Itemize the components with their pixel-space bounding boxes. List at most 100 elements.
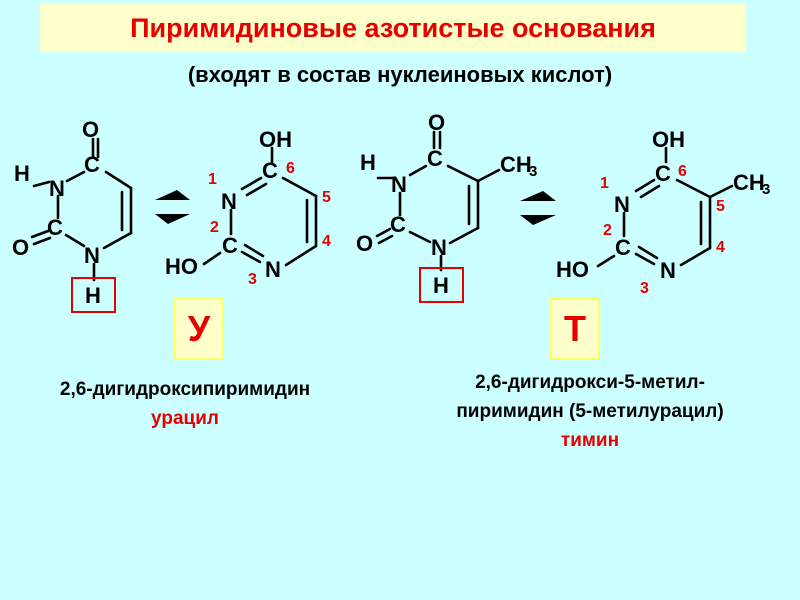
atom-c: C	[262, 158, 278, 183]
bond	[64, 233, 86, 248]
atom-n: N	[431, 235, 447, 260]
thymine-common-name: тимин	[560, 430, 620, 451]
atom-h: H	[85, 283, 101, 308]
thymine-letter-badge: Т	[550, 298, 600, 360]
subscript-3: 3	[762, 181, 770, 198]
ring-number-4: 4	[322, 233, 331, 250]
bond	[240, 250, 262, 264]
atom-n: N	[265, 257, 281, 282]
arrow-right-icon	[520, 191, 556, 201]
atom-oh: OH	[259, 127, 292, 152]
atom-c: C	[47, 215, 63, 240]
bond	[634, 252, 656, 266]
tautomerism-arrows-thymine	[520, 191, 556, 225]
thymine-letter: Т	[564, 308, 586, 349]
bond	[32, 236, 52, 246]
bond	[708, 184, 734, 199]
ring-number-6: 6	[678, 163, 687, 180]
bond	[634, 178, 656, 193]
atom-h: H	[360, 150, 376, 175]
atom-ho: HO	[165, 254, 198, 279]
uracil-lactam-structure: O C H N C O N H	[12, 117, 133, 313]
atom-n: N	[84, 243, 100, 268]
bond	[243, 243, 265, 258]
bond	[375, 227, 392, 238]
ring-number-5: 5	[322, 189, 331, 206]
arrow-right-icon	[155, 190, 190, 200]
atom-n: N	[391, 172, 407, 197]
ring-number-3: 3	[248, 271, 257, 288]
ring-number-1: 1	[208, 171, 217, 188]
ring-number-6: 6	[286, 160, 295, 177]
highlighted-hydrogen-box	[71, 277, 116, 313]
ring-number-3: 3	[640, 280, 649, 297]
atom-n: N	[221, 189, 237, 214]
atom-c: C	[427, 146, 443, 171]
bond	[408, 164, 428, 177]
atom-h: H	[433, 273, 449, 298]
uracil-systematic-name: 2,6-дигидроксипиримидин	[59, 379, 311, 400]
bond	[284, 244, 318, 267]
uracil-letter-badge: У	[174, 298, 224, 360]
bond	[245, 182, 268, 197]
page-title: Пиримидиновые азотистые основания	[130, 12, 656, 43]
bond	[476, 168, 501, 183]
atom-c: C	[390, 212, 406, 237]
atom-c: C	[84, 152, 100, 177]
atom-n: N	[614, 192, 630, 217]
bond	[596, 254, 616, 268]
atom-ho: HO	[556, 257, 589, 282]
bond	[30, 229, 50, 239]
bond	[240, 176, 263, 191]
thymine-systematic-name-line1: 2,6-дигидрокси-5-метил-	[475, 372, 705, 393]
page-subtitle: (входят в состав нуклеиновых кислот)	[187, 62, 613, 87]
bond	[446, 164, 480, 183]
uracil-common-name: урацил	[151, 408, 219, 429]
ring-number-5: 5	[716, 198, 725, 215]
atom-c: C	[222, 233, 238, 258]
atom-c: C	[615, 235, 631, 260]
atom-n: N	[49, 176, 65, 201]
uracil-caption: 2,6-дигидроксипиримидин урацил	[0, 375, 370, 433]
atom-ch: CH	[733, 170, 765, 195]
ring-number-4: 4	[716, 239, 725, 256]
atom-c: C	[655, 161, 671, 186]
thymine-lactam-structure: O C CH 3 H N C O N H	[356, 110, 537, 303]
highlighted-hydrogen-box	[419, 267, 464, 303]
thymine-lactim-structure: OH C 6 CH 3 1 N 5 2 C 4 HO N 3	[556, 127, 770, 297]
atom-o: O	[428, 110, 445, 135]
ring-number-2: 2	[603, 222, 612, 239]
atom-o: O	[82, 117, 99, 142]
ring-number-2: 2	[210, 219, 219, 236]
bond	[32, 180, 51, 188]
bond	[637, 245, 659, 260]
uracil-lactim-structure: OH C 6 1 N 5 2 C 4 HO N 3	[165, 127, 331, 288]
title-box: Пиримидиновые азотистые основания	[40, 4, 746, 52]
tautomerism-arrows-uracil	[155, 190, 190, 224]
bond	[65, 170, 86, 183]
arrow-left-icon	[520, 215, 556, 225]
subscript-3: 3	[529, 163, 537, 180]
bond	[202, 251, 222, 266]
bond	[679, 246, 712, 267]
thymine-caption: 2,6-дигидрокси-5-метил- пиримидин (5-мет…	[380, 368, 800, 455]
bond	[377, 234, 394, 245]
bond	[408, 230, 432, 244]
arrow-left-icon	[155, 214, 190, 224]
bond	[104, 170, 133, 190]
atom-ch: CH	[500, 152, 532, 177]
atom-h: H	[14, 161, 30, 186]
atom-o: O	[356, 231, 373, 256]
uracil-letter: У	[187, 308, 211, 349]
atom-o: O	[12, 235, 29, 260]
ring-number-1: 1	[600, 175, 609, 192]
bond	[102, 231, 133, 250]
bond	[281, 176, 318, 198]
atom-oh: OH	[652, 127, 685, 152]
bond	[675, 178, 712, 199]
atom-n: N	[660, 258, 676, 283]
bond	[448, 226, 480, 245]
bond	[639, 184, 661, 199]
thymine-systematic-name-line2: пиримидин (5-метилурацил)	[456, 401, 724, 422]
